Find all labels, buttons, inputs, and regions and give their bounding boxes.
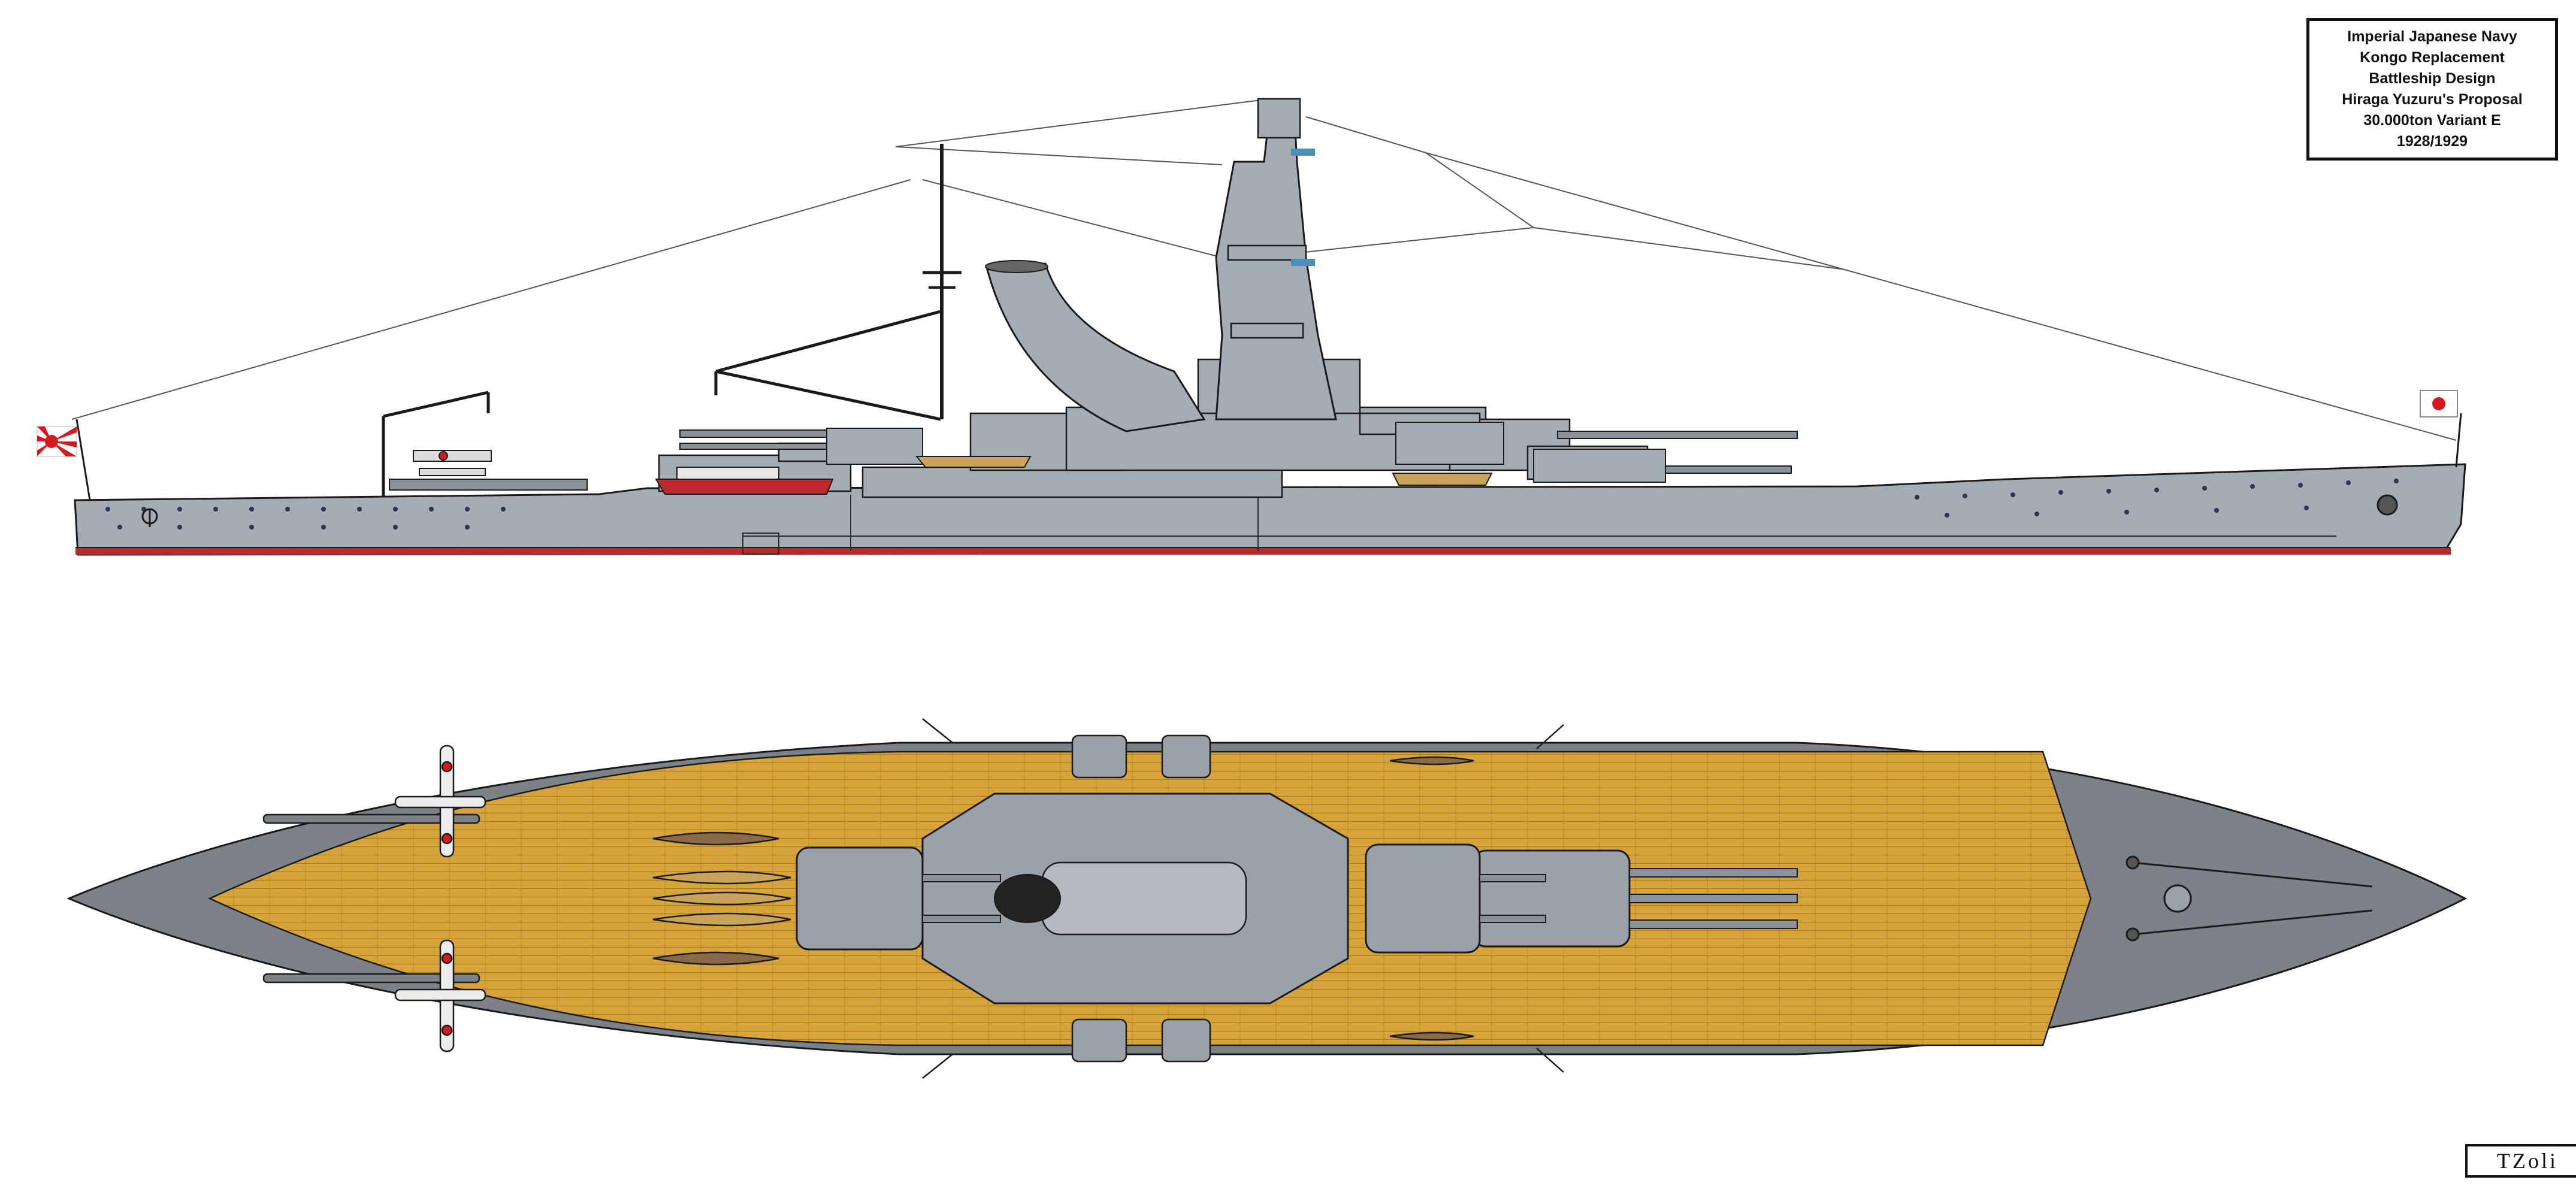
boot-topping — [75, 547, 2451, 555]
plan-boats — [652, 756, 1474, 1041]
aircraft-crane — [382, 391, 490, 497]
anchor-icon — [141, 508, 158, 527]
secondary-guns — [922, 718, 1564, 1079]
floatplane-icon — [413, 450, 492, 476]
title-line-6: 1928/1929 — [2396, 133, 2468, 150]
catapult — [389, 479, 588, 491]
pagoda-tower — [1215, 107, 1337, 420]
rigging-wires — [71, 98, 2457, 441]
title-line-3: Battleship Design — [2369, 70, 2496, 87]
artist-signature: TZoli — [2465, 1144, 2576, 1178]
anchor-icon — [2377, 494, 2398, 516]
side-profile — [37, 98, 2466, 556]
portholes — [105, 479, 2399, 530]
plan-catapults — [262, 813, 480, 984]
title-line-5: 30.000ton Variant E — [2363, 112, 2501, 129]
turret-3 — [796, 846, 1001, 951]
rising-sun-ensign-icon — [37, 426, 77, 457]
floatplane-icon — [394, 939, 486, 1052]
turret-2 — [1365, 843, 1546, 954]
title-line-2: Kongo Replacement — [2360, 49, 2505, 66]
side-funnel — [986, 262, 1206, 432]
plan-view — [66, 718, 2468, 1079]
main-guns-side — [679, 422, 1798, 483]
anchor-gear — [2125, 855, 2373, 942]
floatplane-icon — [394, 745, 486, 858]
hinomaru-jack-icon — [2420, 390, 2458, 418]
title-line-1: Imperial Japanese Navy — [2347, 28, 2517, 45]
boat-crane — [714, 310, 941, 421]
title-block: Imperial Japanese Navy Kongo Replacement… — [2306, 18, 2558, 161]
side-boat — [655, 479, 834, 495]
title-line-4: Hiraga Yuzuru's Proposal — [2342, 91, 2523, 108]
